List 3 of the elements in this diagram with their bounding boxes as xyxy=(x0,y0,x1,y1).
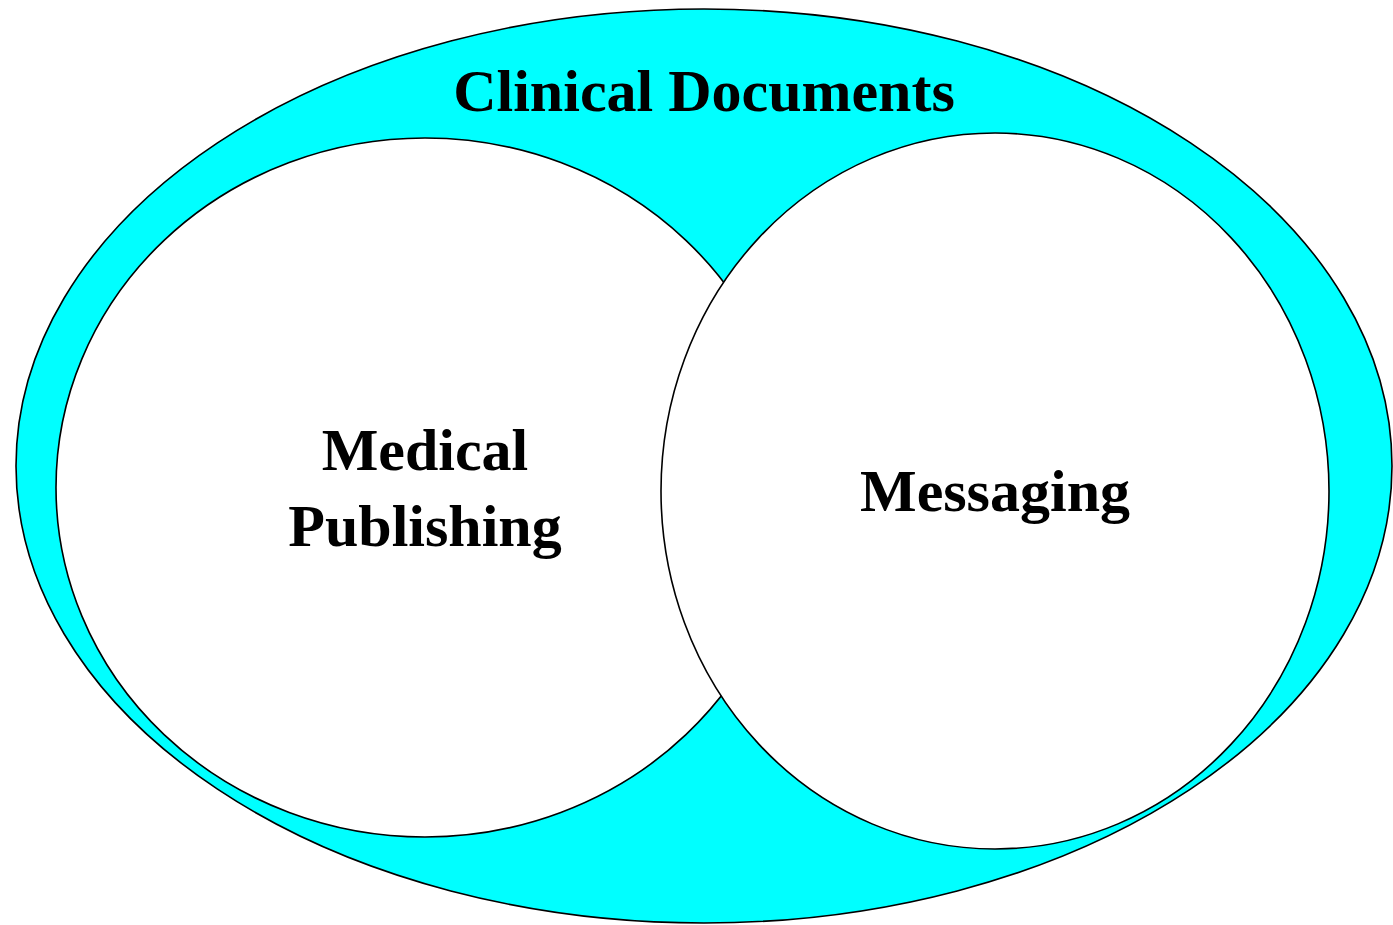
set-label: Messaging xyxy=(859,457,1131,526)
set-label: Clinical Documents xyxy=(452,57,956,126)
set-label: Medical Publishing xyxy=(287,416,563,561)
